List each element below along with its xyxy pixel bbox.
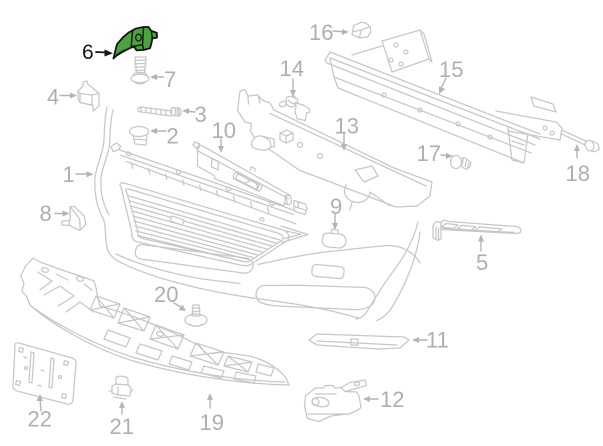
svg-text:11: 11 <box>426 328 449 353</box>
svg-text:21: 21 <box>110 414 134 439</box>
svg-text:19: 19 <box>200 410 224 435</box>
svg-text:17: 17 <box>417 141 441 166</box>
svg-text:12: 12 <box>380 387 404 412</box>
svg-text:10: 10 <box>212 118 236 143</box>
svg-text:4: 4 <box>47 85 59 110</box>
svg-text:14: 14 <box>280 56 304 81</box>
svg-text:8: 8 <box>40 201 52 226</box>
svg-text:9: 9 <box>330 194 342 219</box>
svg-text:1: 1 <box>63 162 75 187</box>
svg-text:15: 15 <box>439 57 463 82</box>
svg-text:13: 13 <box>335 114 359 139</box>
svg-text:6: 6 <box>82 41 94 64</box>
svg-text:18: 18 <box>566 161 590 186</box>
svg-text:20: 20 <box>154 282 178 307</box>
svg-text:16: 16 <box>309 20 333 45</box>
svg-text:3: 3 <box>195 102 207 127</box>
svg-text:7: 7 <box>164 67 176 92</box>
svg-text:5: 5 <box>476 250 488 275</box>
svg-text:22: 22 <box>28 407 52 432</box>
svg-text:2: 2 <box>167 124 179 149</box>
